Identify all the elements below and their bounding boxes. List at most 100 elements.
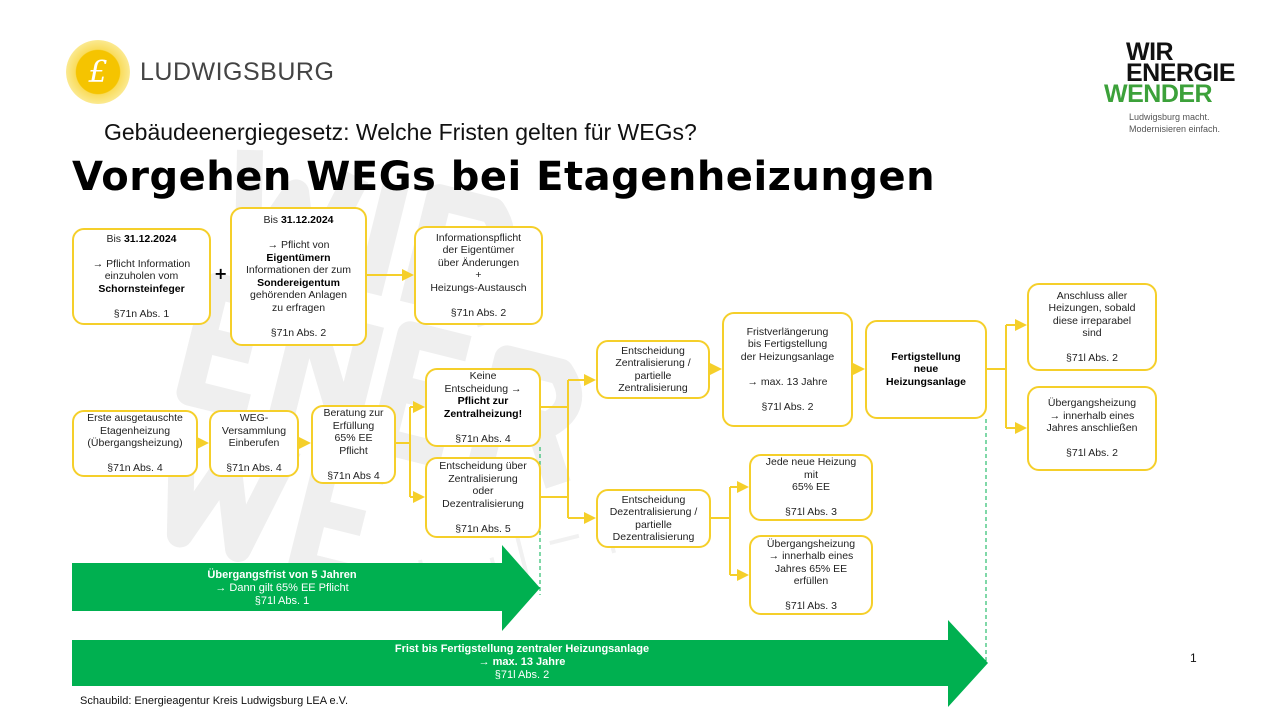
box-text: Anschluss aller — [1056, 289, 1128, 302]
box-text-line: sind — [1082, 327, 1101, 340]
timeline-label-line: Übergangsfrist von 5 Jahren — [207, 569, 357, 581]
box-text-line: Übergangsheizung — [1048, 397, 1136, 410]
box-text-line: Etagenheizung — [100, 425, 170, 438]
box-text: §71l Abs. 2 — [1066, 352, 1118, 364]
box-text: Zentralisierung — [448, 472, 518, 485]
box-text-line: → innerhalb eines — [769, 550, 854, 563]
connector — [987, 325, 1007, 428]
box-text: Entscheidung über — [439, 460, 527, 472]
box-text-line: Übergangsheizung — [767, 538, 855, 551]
box-text: oder — [472, 485, 494, 497]
box-text: 31.12.2024 — [280, 214, 334, 226]
box-text: der Eigentümer — [442, 244, 515, 257]
box-text: Fertigstellung — [891, 350, 961, 363]
box-text: Pflicht zur — [457, 395, 509, 407]
box-text-line: Beratung zur — [323, 407, 383, 420]
box-text-line: → max. 13 Jahre — [748, 376, 828, 389]
box-text-line: Keine — [470, 370, 497, 383]
box-text: Heizungsanlage — [886, 375, 966, 388]
box-text-line: oder — [472, 485, 493, 498]
box-text-line: Entscheidung → — [444, 383, 521, 396]
timeline-label-line: §71l Abs. 1 — [254, 595, 310, 607]
box-text: Entscheidung — [621, 493, 686, 506]
box-text: über Änderungen — [437, 256, 520, 269]
box-text-line: Erfüllung — [333, 420, 374, 433]
box-text: Schornsteinfeger — [98, 282, 185, 295]
box-text-line: Zentralisierung / — [615, 357, 690, 370]
box-text: Erfüllung — [332, 419, 375, 432]
logo-tagline: Ludwigsburg macht. Modernisieren einfach… — [1129, 111, 1235, 135]
box-text: gehörenden Anlagen — [250, 289, 347, 301]
box-text-line: Informationen der zum — [246, 264, 351, 277]
connector — [711, 487, 731, 575]
box-text: Informationen der zum — [245, 264, 352, 276]
box-text-line: Bis 31.12.2024 — [106, 233, 176, 246]
box-text: der Heizungsanlage — [740, 350, 835, 363]
box-text: + — [475, 269, 482, 282]
box-text: Entscheidung → — [444, 382, 522, 395]
plus-sign: + — [214, 264, 228, 283]
box-text-line: Entscheidung — [621, 345, 685, 358]
box-text-line: neue — [914, 363, 939, 376]
box-text: bis Fertigstellung — [747, 338, 828, 351]
timeline-label-line: §71l Abs. 2 — [494, 669, 550, 681]
box-text-line: über Änderungen — [438, 257, 519, 270]
box-text: erfüllen — [793, 575, 829, 587]
box-text: Zentralisierung — [618, 382, 688, 394]
box-text: Versammlung — [221, 424, 287, 437]
box-text-line: + — [475, 269, 481, 282]
box-text: §71n Abs. 4 — [107, 462, 163, 475]
timeline-arrow-label: Übergangsfrist von 5 Jahren → Dann gilt … — [132, 569, 432, 608]
box-text: Übergangsheizung — [1047, 397, 1137, 410]
box-text: sind — [1082, 327, 1102, 339]
box-text: §71n Abs. 2 — [450, 306, 507, 319]
connector — [541, 380, 569, 518]
box-text-line: Schornsteinfeger — [98, 283, 184, 296]
logo-tagline-line: Modernisieren einfach. — [1129, 124, 1221, 134]
box-text: §71l Abs. 3 — [785, 600, 837, 612]
box-text-line: §71l Abs. 2 — [762, 401, 814, 414]
box-text: → Pflicht Information — [92, 257, 191, 270]
logo-tagline-line: Ludwigsburg macht. — [1129, 112, 1210, 122]
watermark-stroke — [269, 295, 384, 445]
logo-line: WENDER — [1104, 80, 1213, 108]
box-text-line: Jede neue Heizung — [766, 456, 857, 469]
box-text-line: §71n Abs. 5 — [455, 523, 510, 536]
timeline-arrow-5-years: Übergangsfrist von 5 Jahren → Dann gilt … — [72, 545, 542, 631]
slide-subtitle: Gebäudeenergiegesetz: Welche Fristen gel… — [104, 119, 697, 145]
box-text: Entscheidung — [621, 344, 685, 357]
city-logo-text: LUDWIGSBURG — [140, 57, 335, 86]
connector — [396, 407, 411, 497]
box-text: diese irreparabel — [1052, 314, 1132, 327]
box-text: Bis — [106, 232, 124, 245]
box-text: Dezentralisierung — [442, 497, 524, 510]
box-text: Pflicht — [339, 444, 368, 457]
box-text-line: Zentralheizung! — [444, 408, 522, 421]
box-text-line: bis Fertigstellung — [748, 338, 827, 351]
timeline-arrow-13-years: Frist bis Fertigstellung zentraler Heizu… — [72, 620, 990, 707]
box-text-line: Eigentümern — [266, 252, 330, 265]
box-text: §71l Abs. 3 — [785, 506, 837, 519]
box-text-line: 65% EE — [792, 481, 830, 494]
box-text: zu erfragen — [271, 301, 326, 314]
box-text-line: Entscheidung — [622, 494, 686, 507]
ludwigsburg-logo: £ LUDWIGSBURG — [66, 40, 334, 104]
box-text: Einberufen — [228, 437, 280, 450]
box-text-line: §71n Abs. 4 — [107, 462, 162, 475]
box-text-line: Heizungsanlage — [886, 376, 966, 389]
box-text: Zentralheizung! — [443, 407, 523, 420]
green-arrow-shape — [72, 620, 988, 707]
timeline-arrow-label: Frist bis Fertigstellung zentraler Heizu… — [272, 643, 772, 682]
box-text-line: Fertigstellung — [891, 351, 960, 364]
box-text-line: Versammlung — [222, 425, 286, 438]
box-text-line: §71n Abs. 2 — [451, 307, 506, 320]
box-text-line: partielle — [635, 519, 672, 532]
box-text: §71l Abs. 2 — [1066, 447, 1118, 460]
